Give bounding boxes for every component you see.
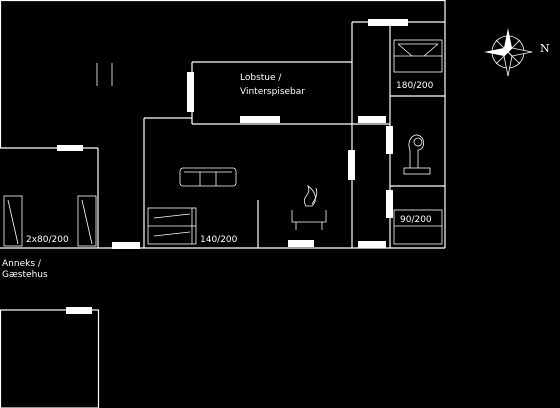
bed-size-living: 140/200 (200, 235, 238, 245)
bed-size-top-right: 180/200 (396, 81, 434, 91)
bed-icon (147, 207, 197, 245)
room-label-lounge-line2: Vinterspisebar (240, 87, 305, 97)
sofa-icon (179, 167, 237, 187)
toilet-icon (403, 134, 431, 175)
bed-size-bottom-right: 90/200 (400, 215, 432, 225)
compass-rose-icon (484, 28, 533, 77)
bed-size-annex: 2x80/200 (26, 235, 69, 245)
fireplace-icon (291, 184, 327, 230)
room-label-annex-line1: Anneks / (2, 259, 42, 269)
north-label: N (540, 42, 550, 55)
doors (57, 19, 408, 314)
annex-walls (0, 309, 100, 408)
bed-icon (3, 195, 97, 247)
bed-icon (393, 209, 443, 245)
bed-icon (393, 39, 443, 73)
room-label-annex-line2: Gæstehus (2, 270, 48, 280)
room-label-lounge-line1: Lobstue / (240, 73, 282, 83)
